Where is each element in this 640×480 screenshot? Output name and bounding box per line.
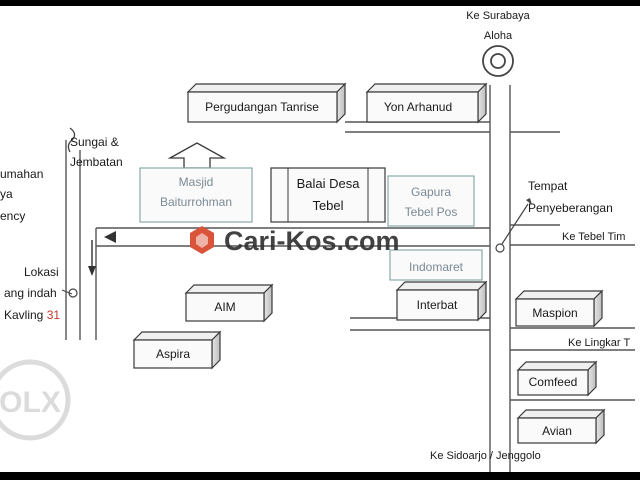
west-arrow-icon (104, 231, 116, 243)
label-lokasi-3a: Kavling (4, 308, 47, 322)
building-pergudangan (186, 82, 347, 124)
building-avian (516, 408, 606, 445)
label-lokasi-3: Kavling 31 (4, 308, 60, 322)
label-indomaret: Indomaret (409, 260, 464, 274)
label-lokasi-2: ang indah (4, 286, 57, 300)
roads (65, 85, 635, 472)
label-ke-lingkar: Ke Lingkar T (568, 337, 630, 349)
label-comfeed: Comfeed (529, 375, 578, 389)
label-balai-2: Tebel (312, 198, 343, 213)
label-rumahan-3: ency (0, 209, 25, 223)
cari-kos-watermark: Cari-Kos.com (190, 226, 400, 256)
label-masjid-2: Baiturrohman (160, 195, 232, 209)
label-pergudangan: Pergudangan Tanrise (205, 100, 319, 114)
building-indomaret (389, 249, 483, 281)
label-to-surabaya: Ke Surabaya (466, 10, 530, 22)
label-ke-tebel: Ke Tebel Tim (562, 231, 625, 243)
aloha-roundabout-icon (482, 45, 514, 77)
label-interbat: Interbat (417, 298, 458, 312)
building-aspira (132, 330, 222, 370)
olx-wordmark: OLX (0, 386, 61, 419)
label-ke-sidoarjo: Ke Sidoarjo / Jenggolo (430, 450, 541, 462)
cari-kos-wordmark: Cari-Kos.com (224, 226, 400, 256)
building-comfeed (516, 360, 598, 397)
label-masjid-1: Masjid (179, 175, 214, 189)
building-interbat (395, 280, 488, 322)
building-maspion (514, 289, 604, 328)
building-masjid (139, 167, 253, 223)
label-aspira: Aspira (156, 347, 190, 361)
label-gapura-1: Gapura (411, 185, 451, 199)
label-aloha: Aloha (484, 30, 513, 42)
label-sungai-1: Sungai & (70, 135, 119, 149)
crossing-node-icon (495, 243, 505, 253)
label-rumahan-2: ya (0, 187, 13, 201)
label-avian: Avian (542, 424, 572, 438)
masjid-up-arrow-icon (167, 142, 227, 169)
olx-watermark: OLX (0, 359, 71, 441)
building-yon-arhanud (365, 82, 488, 124)
building-aim (184, 283, 274, 323)
tempat-pointer (501, 203, 529, 245)
building-gapura (387, 175, 475, 227)
tempat-pointer-head-icon (526, 198, 532, 205)
label-tempat-1: Tempat (528, 179, 568, 193)
label-sungai-2: Jembatan (70, 155, 123, 169)
label-lokasi-3b: 31 (47, 308, 61, 322)
river-icon (67, 127, 76, 153)
label-lokasi-1: Lokasi (24, 265, 59, 279)
label-rumahan-1: umahan (0, 167, 43, 181)
label-balai-1: Balai Desa (297, 176, 361, 191)
label-tempat-2: Penyeberangan (528, 201, 613, 215)
label-gapura-2: Tebel Pos (405, 205, 458, 219)
label-aim: AIM (214, 300, 235, 314)
label-maspion: Maspion (532, 306, 577, 320)
south-arrow-icon (88, 266, 96, 276)
label-yon-arhanud: Yon Arhanud (384, 100, 452, 114)
building-balai-desa (270, 167, 386, 223)
